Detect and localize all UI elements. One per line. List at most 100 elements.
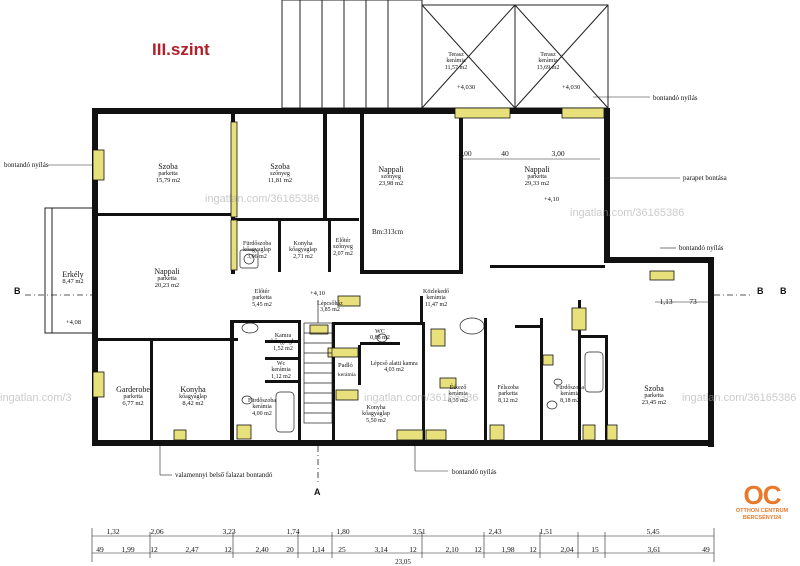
section-b-left: B [14,286,21,296]
room-type: parketta [157,276,177,283]
dim-row2: 49 [702,545,710,554]
room-type: kőagyaglap [362,411,390,418]
room-name: Wc [276,361,286,367]
leader-lines [48,96,680,476]
level-mark-5: +4,10 [310,290,326,297]
room-area: 8,47 m2 [62,278,84,286]
inner-dim: 3,00 [551,149,565,158]
watermark: ingatlan.com/3 [0,392,72,404]
dim-row2: 2,40 [255,545,269,554]
dim-row2: 49 [96,545,104,554]
dim-row2: 1,98 [501,545,515,554]
room-name: Erkély [62,270,84,279]
room-area: 1,12 m2 [271,373,291,380]
watermark: ingatlan.com/36165386 [682,392,797,404]
room-area: 13,69 m2 [536,64,560,71]
level-mark-3: +4,10 [544,196,560,203]
dim-row1: 3,23 [222,527,236,536]
padlo-type-label: kerámia [338,372,356,378]
inner-dim: 3,00 [458,149,472,158]
level-mark-1: +4,030 [457,84,476,91]
inner-dim: 40 [501,149,509,158]
dim-row2: 1,14 [311,545,325,554]
dim-row2: 3,61 [647,545,661,554]
dim-row2: 2,04 [560,545,574,554]
room-area: 5,50 m2 [366,417,386,424]
room-area: 4,03 m2 [384,367,404,374]
room-type: kerámia [271,367,291,374]
room-name: Terasz [540,52,556,58]
room-area: 6,77 m2 [122,399,144,407]
ceiling-height-label: Bm:313cm [372,228,404,236]
dim-row2: 25 [338,545,346,554]
room-type: parketta [498,391,518,398]
inner-dim: 73 [689,297,697,306]
dim-row2: 3,14 [374,545,388,554]
dim-row2: 12 [150,545,158,554]
watermark: ingatlan.com/36165386 [364,392,479,404]
note-parapet: parapet bontása [683,174,727,182]
room-type: parketta [252,295,272,302]
demolish-walls [92,107,675,441]
dim-row2: 15 [591,545,599,554]
section-b-right: B [780,286,787,296]
room-name: Lépcsőház [317,301,343,307]
room-name: Szoba [644,384,664,393]
room-name: Előtér [254,289,270,295]
room-name: Nappali [154,267,180,276]
room-name: Szoba [270,162,290,171]
note-valamennyi: valamennyi belső falazat bontandó [175,471,273,479]
level-mark-2: +4,030 [562,84,581,91]
dim-row1: 1,51 [539,527,553,536]
padlo-text: Padló [338,362,353,369]
room-type: parketta [158,171,178,178]
room-name: Nappali [378,165,404,174]
room-area: 11,47 m2 [424,301,448,308]
room-name: Lépcső alatti kamra [370,361,418,367]
room-name: Szoba [158,162,178,171]
dim-row2: 2,47 [185,545,199,554]
room-name: Félszoba [497,385,519,391]
room-area: 8,18 m2 [560,397,580,404]
note-bontando-top: bontandó nyílás [653,94,698,102]
room-area: 11,57 m2 [444,64,468,71]
room-type: szőnyeg [381,174,401,181]
room-type: parketta [644,393,664,400]
room-name: Közlekedő [423,289,449,295]
dim-row2: 1,99 [121,545,135,554]
dim-row1: 5,45 [646,527,660,536]
dim-row1: 1,74 [286,527,300,536]
room-name: Konyha [180,385,206,394]
padlo-label: Padló [338,362,353,369]
room-area: 23,98 m2 [378,179,404,187]
watermark: ingatlan.com/36165386 [570,207,685,219]
room-area: 5,45 m2 [252,301,272,308]
dim-row1: 1,32 [106,527,120,536]
room-area: 2,71 m2 [293,253,313,260]
room-area: 8,12 m2 [498,397,518,404]
inner-dim: 1,13 [659,297,673,306]
dim-row2: 12 [474,545,482,554]
dim-row1: 2,06 [150,527,164,536]
room-type: parketta [123,394,143,401]
room-type: parketta [527,174,547,181]
stairs [303,300,333,424]
note-bontando-left: bontandó nyílás [4,161,49,169]
logo-mark: OC [743,480,782,510]
bottom-dimension-lines [91,528,715,562]
